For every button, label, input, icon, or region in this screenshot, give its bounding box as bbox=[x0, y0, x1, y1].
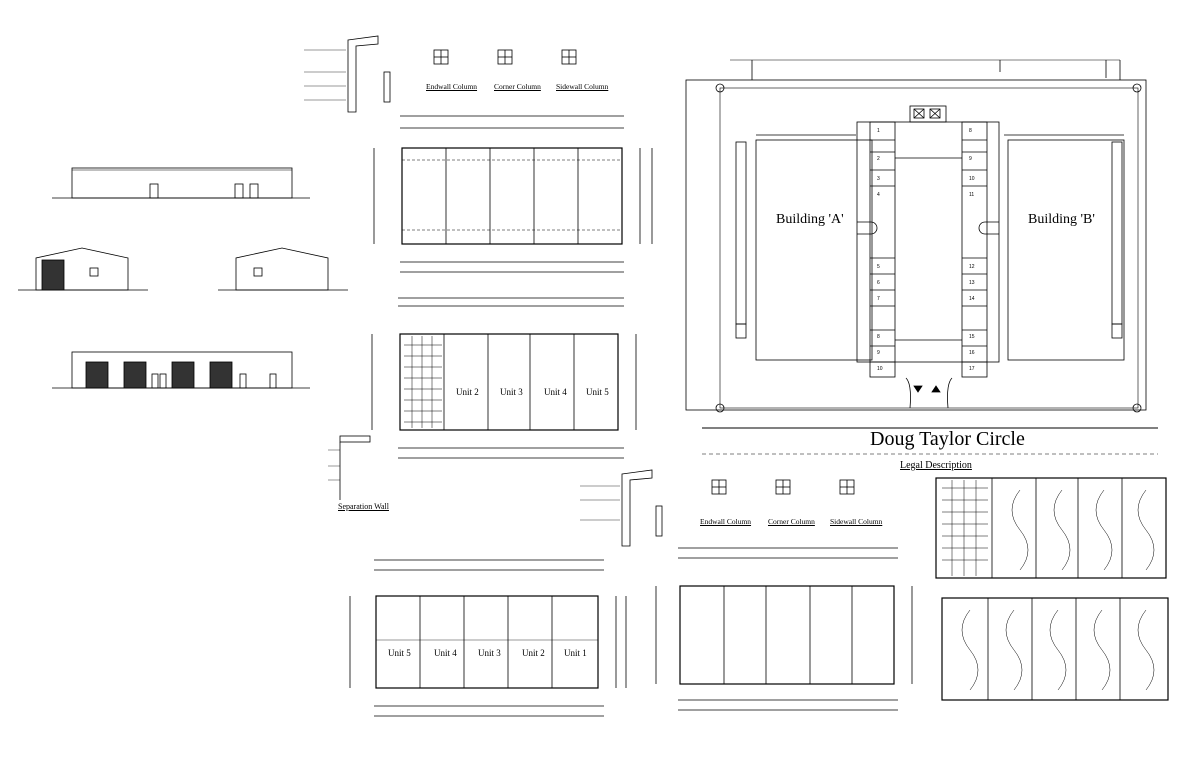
unit-label: Unit 3 bbox=[478, 648, 501, 658]
floor-plan-6 bbox=[941, 597, 1169, 701]
elevation-side-left bbox=[218, 247, 348, 291]
parking-number: 7 bbox=[877, 296, 880, 302]
parking-number: 9 bbox=[969, 156, 972, 162]
unit-label: Unit 2 bbox=[456, 387, 479, 397]
endwall-column-label: Endwall Column bbox=[700, 517, 752, 526]
separation-wall-label: Separation Wall bbox=[338, 502, 389, 511]
parking-number: 15 bbox=[969, 334, 975, 340]
parking-number: 8 bbox=[969, 128, 972, 134]
unit-label: Unit 2 bbox=[522, 648, 545, 658]
separation-wall-detail bbox=[328, 435, 371, 500]
corner-column-label: Corner Column bbox=[768, 517, 815, 526]
endwall-column-label: Endwall Column bbox=[426, 82, 478, 91]
parking-number: 10 bbox=[877, 366, 883, 372]
wall-section-bottom bbox=[580, 469, 663, 547]
sidewall-column-label: Sidewall Column bbox=[830, 517, 883, 526]
building-b-outline bbox=[1004, 134, 1125, 361]
parking-number: 3 bbox=[877, 176, 880, 182]
parking-number: 4 bbox=[877, 192, 880, 198]
corner-column-label: Corner Column bbox=[494, 82, 541, 91]
legal-description-label: Legal Description bbox=[900, 460, 972, 471]
unit-label: Unit 5 bbox=[388, 648, 411, 658]
parking-number: 16 bbox=[969, 350, 975, 356]
wall-section-top bbox=[304, 35, 391, 113]
floor-plan-1 bbox=[373, 115, 653, 273]
site-plan bbox=[685, 59, 1158, 455]
floor-plan-5 bbox=[935, 477, 1167, 579]
building-a-outline bbox=[755, 134, 873, 361]
sidewall-column-label: Sidewall Column bbox=[556, 82, 609, 91]
parking-number: 6 bbox=[877, 280, 880, 286]
elevation-rear bbox=[52, 167, 310, 199]
building-b-label: Building 'B' bbox=[1028, 212, 1095, 227]
street-name-label: Doug Taylor Circle bbox=[870, 428, 1025, 450]
column-details-bottom bbox=[711, 479, 855, 495]
parking-number: 10 bbox=[969, 176, 975, 182]
elevation-side-right bbox=[18, 247, 148, 291]
floor-plan-3 bbox=[349, 559, 627, 717]
parking-number: 14 bbox=[969, 296, 975, 302]
parking-number: 13 bbox=[969, 280, 975, 286]
parking-number: 9 bbox=[877, 350, 880, 356]
parking-number: 1 bbox=[877, 128, 880, 134]
parking-number: 8 bbox=[877, 334, 880, 340]
elevation-front bbox=[52, 351, 310, 389]
building-a-label: Building 'A' bbox=[776, 212, 844, 227]
parking-number: 17 bbox=[969, 366, 975, 372]
parking-lot bbox=[856, 105, 1000, 409]
unit-label: Unit 4 bbox=[544, 387, 567, 397]
floor-plan-2 bbox=[371, 297, 637, 459]
unit-label: Unit 5 bbox=[586, 387, 609, 397]
floor-plan-4 bbox=[655, 547, 913, 711]
parking-number: 11 bbox=[969, 192, 975, 198]
unit-label: Unit 1 bbox=[564, 648, 587, 658]
parking-number: 2 bbox=[877, 156, 880, 162]
column-details-top bbox=[433, 49, 577, 65]
parking-number: 12 bbox=[969, 264, 975, 270]
unit-label: Unit 3 bbox=[500, 387, 523, 397]
unit-label: Unit 4 bbox=[434, 648, 457, 658]
parking-number: 5 bbox=[877, 264, 880, 270]
